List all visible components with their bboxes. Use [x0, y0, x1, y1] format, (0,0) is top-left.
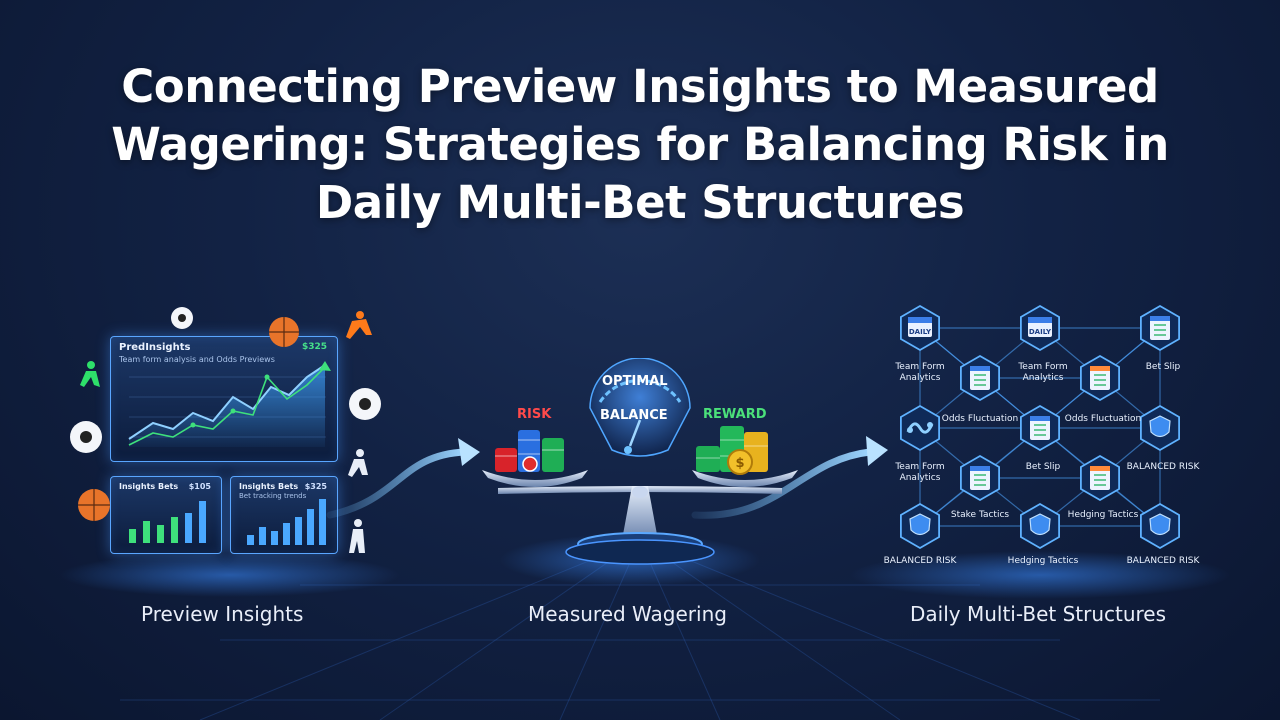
panel-value: $325 [304, 482, 327, 491]
shield-icon[interactable] [1139, 404, 1181, 452]
label-bet-slip: Bet Slip [1145, 362, 1181, 372]
shield-icon[interactable] [1139, 502, 1181, 550]
risk-chips-icon [495, 430, 564, 472]
bet-slip-icon[interactable] [1019, 404, 1061, 452]
label-balanced-risk: BALANCED RISK [1126, 556, 1200, 566]
daily-calendar-icon[interactable]: DAILY [899, 304, 940, 352]
label-hedging-tactics: Hedging Tactics [1007, 556, 1079, 566]
basketball-icon [78, 489, 110, 521]
label-odds-fluctuation: Odds Fluctuation [941, 414, 1019, 424]
label-odds-fluctuation: Odds Fluctuation [1064, 414, 1142, 424]
player-icon [349, 519, 365, 553]
label-bet-slip: Bet Slip [1025, 462, 1061, 472]
checklist-icon[interactable] [960, 354, 1000, 402]
caption-preview-insights: Preview Insights [141, 602, 304, 626]
player-icon [80, 361, 100, 387]
checklist-icon[interactable] [1079, 454, 1121, 502]
shield-icon[interactable] [899, 502, 940, 550]
arrow-left-icon [326, 438, 480, 519]
checklist-icon[interactable] [1139, 304, 1181, 352]
shield-icon[interactable] [1019, 502, 1061, 550]
label-balanced-risk: BALANCED RISK [883, 556, 957, 566]
daily-icon-label: DAILY [909, 328, 932, 336]
multi-bet-network: DAILY DAILY [899, 304, 1181, 550]
label-hedging-tactics: Hedging Tactics [1067, 510, 1139, 520]
soccer-ball-icon [349, 388, 381, 420]
daily-icon-label: DAILY [1029, 328, 1052, 336]
panel-title: Insights Bets [119, 482, 179, 491]
svg-text:$: $ [735, 456, 744, 471]
player-icon [346, 311, 372, 339]
label-stake-tactics: Stake Tactics [950, 510, 1010, 520]
scale-label-optimal: OPTIMAL [602, 374, 668, 389]
scale-label-balance: BALANCE [600, 408, 668, 423]
panel-subtitle: Team form analysis and Odds Previews [119, 355, 275, 364]
label-balanced-risk: BALANCED RISK [1126, 462, 1200, 472]
insights-bets-panel-left[interactable]: Insights Bets $105 [110, 476, 222, 554]
analytics-icon[interactable] [899, 404, 940, 452]
soccer-ball-icon [70, 421, 102, 453]
panel-subtitle: Bet tracking trends [239, 492, 307, 500]
label-team-form: Team Form Analytics [895, 462, 945, 483]
checklist-icon[interactable] [960, 454, 1000, 502]
daily-calendar-icon[interactable]: DAILY [1019, 304, 1061, 352]
line-chart [128, 361, 331, 447]
soccer-ball-icon [171, 307, 193, 329]
player-icon [348, 449, 368, 477]
insights-bets-panel-right[interactable]: Insights Bets Bet tracking trends $325 [230, 476, 338, 554]
panel-value: $325 [301, 342, 327, 352]
page-title: Connecting Preview Insights to Measured … [111, 60, 1169, 229]
panel-value: $105 [188, 482, 211, 491]
balance-gauge [589, 358, 691, 457]
caption-daily-multi-bet: Daily Multi-Bet Structures [910, 602, 1167, 626]
reward-coins-icon: $ [696, 426, 768, 475]
checklist-icon[interactable] [1079, 354, 1121, 402]
insights-main-panel[interactable]: PredInsights Team form analysis and Odds… [110, 336, 338, 462]
scale-label-risk: RISK [517, 407, 552, 422]
scale-label-reward: REWARD [703, 407, 767, 422]
balance-scale: $ [482, 358, 798, 565]
bar-chart [247, 499, 326, 545]
bar-chart [129, 501, 206, 543]
caption-measured-wagering: Measured Wagering [528, 602, 727, 626]
label-team-form: Team Form Analytics [895, 362, 945, 383]
panel-title: Insights Bets [239, 482, 299, 491]
panel-title: PredInsights [119, 342, 191, 353]
label-team-form: Team Form Analytics [1018, 362, 1068, 383]
